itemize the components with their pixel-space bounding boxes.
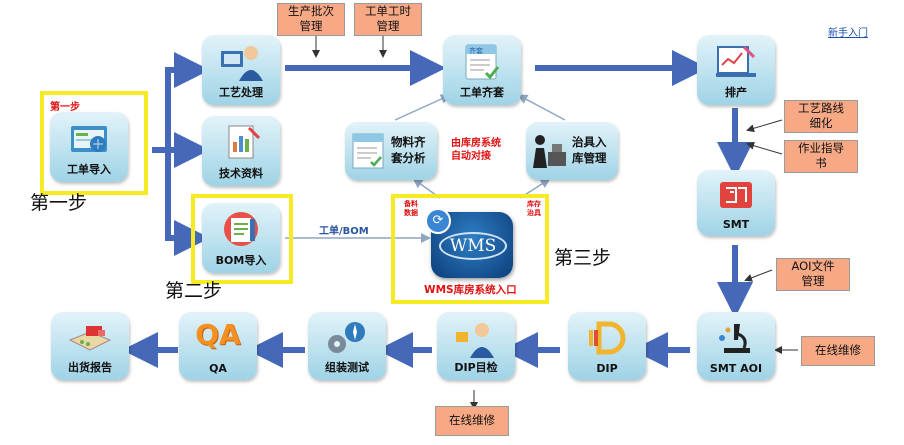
route-refine-line1: 工艺路线: [798, 101, 844, 115]
engineer-icon: [221, 46, 263, 81]
material-kitting-line1: 物料齐: [391, 135, 426, 149]
stock-tool-label: 库存 治具: [527, 200, 541, 218]
order-import-tile[interactable]: 工单导入: [50, 112, 128, 182]
stock-data-label: 备料 数据: [404, 200, 418, 218]
gear-compass-icon: [328, 322, 365, 353]
shipment-report-label: 出货报告: [68, 361, 112, 374]
tech-docs-tile[interactable]: 技术资料: [202, 116, 280, 186]
sync-icon: ⟳: [425, 208, 451, 234]
material-kitting-panel[interactable]: 物料齐 套分析: [345, 122, 437, 180]
aoi-file-line1: AOI文件: [791, 259, 835, 273]
truck-report-icon: [68, 326, 112, 351]
step1-highlight-box: [40, 91, 148, 195]
work-hours-line1: 工单工时: [365, 4, 411, 18]
dip-label: DIP: [596, 362, 618, 375]
kitting-doc-text: 齐套: [469, 46, 483, 55]
wms-logo: WMS: [439, 232, 507, 260]
microscope-icon: [719, 324, 750, 353]
inspector-icon: [456, 323, 494, 358]
work-hours-note[interactable]: 工单工时 管理: [354, 3, 422, 36]
assembly-test-label: 组装测试: [325, 361, 369, 374]
tooling-management-panel[interactable]: 治具入 库管理: [526, 122, 618, 180]
work-instruction-line1: 作业指导: [798, 141, 844, 155]
smt-aoi-label: SMT AOI: [709, 362, 763, 375]
route-refine-line2: 细化: [809, 116, 833, 130]
online-repair-right-note[interactable]: 在线维修: [801, 336, 875, 366]
bom-import-label: BOM导入: [215, 254, 267, 267]
schedule-chart-icon: [716, 45, 756, 77]
order-bom-arrow-label: 工单/BOM: [319, 226, 369, 237]
assembly-test-tile[interactable]: 组装测试: [308, 312, 386, 380]
step1-small-label: 第一步: [50, 102, 80, 113]
step3-label: 第三步: [554, 247, 612, 269]
order-kitting-tile[interactable]: 齐套 工单齐套: [443, 35, 521, 105]
wms-entry-button[interactable]: ⟳ WMS: [425, 208, 513, 278]
scheduling-tile[interactable]: 排产: [697, 35, 775, 105]
aoi-file-note[interactable]: AOI文件 管理: [776, 258, 850, 291]
work-instruction-line2: 书: [815, 156, 827, 170]
tooling-management-line1: 治具入: [572, 135, 607, 149]
stock-data-line2: 数据: [404, 209, 418, 217]
step1-label: 第一步: [30, 192, 88, 214]
wms-entry-label[interactable]: WMS库房系统入口: [424, 284, 517, 296]
document-chart-icon: [228, 125, 261, 159]
dip-tile[interactable]: DIP: [568, 312, 646, 380]
qa-tile[interactable]: QA QA: [179, 312, 257, 380]
bom-import-tile[interactable]: BOM导入: [202, 203, 280, 273]
wms-auto-line1: 由库房系统: [451, 138, 501, 149]
batch-management-line2: 管理: [299, 19, 323, 33]
order-import-icon: [71, 126, 107, 152]
kitting-document-icon: 齐套: [465, 44, 500, 80]
process-label: 工艺处理: [219, 86, 263, 99]
smt-aoi-tile[interactable]: SMT AOI: [697, 312, 775, 380]
tooling-management-line2: 库管理: [572, 151, 607, 165]
step2-highlight-box: [191, 194, 293, 284]
aoi-file-line2: 管理: [801, 274, 825, 288]
warehouse-worker-icon: [533, 135, 566, 168]
batch-management-line1: 生产批次: [288, 4, 334, 18]
qa-logo: QA: [195, 318, 241, 351]
stock-data-line1: 备料: [404, 200, 418, 208]
dip-inspect-label: DIP目检: [454, 361, 498, 374]
work-instruction-note[interactable]: 作业指导 书: [784, 140, 858, 173]
batch-management-note[interactable]: 生产批次 管理: [277, 3, 345, 36]
wms-auto-note: 由库房系统 自动对接: [451, 137, 501, 163]
scheduling-label: 排产: [725, 86, 747, 99]
online-repair-bottom-note[interactable]: 在线维修: [435, 406, 509, 436]
dip-inspect-tile[interactable]: DIP目检: [437, 312, 515, 380]
order-kitting-label: 工单齐套: [460, 86, 504, 99]
shipment-report-tile[interactable]: 出货报告: [51, 312, 129, 380]
help-link[interactable]: 新手入门: [828, 28, 868, 39]
order-import-label: 工单导入: [67, 163, 111, 176]
smt-tile[interactable]: SMT: [697, 170, 775, 236]
stock-tool-line1: 库存: [527, 200, 541, 208]
clipboard-icon: [224, 212, 258, 246]
stock-tool-line2: 治具: [527, 209, 541, 217]
wms-auto-line2: 自动对接: [451, 151, 491, 162]
tech-docs-label: 技术资料: [219, 167, 263, 180]
material-kitting-line2: 套分析: [391, 151, 426, 165]
chip-icon: [720, 182, 752, 208]
dip-component-icon: [589, 321, 626, 355]
route-refine-note[interactable]: 工艺路线 细化: [784, 100, 858, 133]
work-hours-line2: 管理: [376, 19, 400, 33]
smt-label: SMT: [722, 218, 750, 231]
step2-label: 第二步: [165, 280, 223, 302]
qa-label: QA: [209, 362, 227, 375]
step3-highlight-box: [391, 194, 549, 304]
process-tile[interactable]: 工艺处理: [202, 35, 280, 105]
kitting-sheet-icon: [352, 133, 384, 169]
